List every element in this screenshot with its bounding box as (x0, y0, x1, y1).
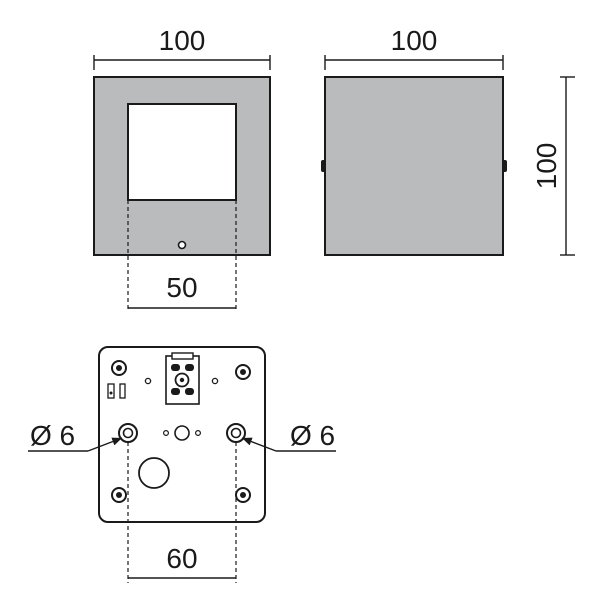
mounting-plate-view: Ø 6 Ø 6 60 (28, 346, 336, 583)
front-screw-hole (177, 240, 187, 250)
left-hole-diameter-label: Ø 6 (30, 420, 75, 451)
corner-screw-top-left (111, 360, 127, 376)
side-height-label: 100 (531, 143, 562, 190)
center-small-hole-left (163, 430, 170, 437)
left-hole-leader: Ø 6 (28, 420, 123, 452)
side-view: 100 100 (321, 25, 575, 256)
corner-screw-top-right (235, 364, 251, 380)
center-small-hole-right (195, 430, 202, 437)
right-hole-leader: Ø 6 (241, 420, 336, 452)
hole-spacing-label: 60 (166, 543, 197, 574)
mounting-hole-right (226, 423, 246, 443)
mounting-hole-left (118, 423, 138, 443)
center-hole (174, 425, 190, 441)
switch-symbol (107, 383, 126, 399)
side-pin-left (321, 160, 326, 172)
front-view: 100 50 (93, 25, 271, 312)
corner-screw-bottom-right (235, 487, 251, 503)
hole-spacing-dimension: 60 (127, 442, 237, 583)
front-width-dimension: 100 (93, 25, 271, 70)
side-height-dimension: 100 (531, 76, 575, 256)
small-hole-left-top (144, 377, 152, 385)
front-window (127, 103, 237, 201)
side-housing (324, 76, 504, 256)
front-width-label: 100 (159, 25, 206, 56)
corner-screw-bottom-left (111, 487, 127, 503)
window-width-label: 50 (166, 272, 197, 303)
cable-entry-hole (138, 457, 170, 489)
window-width-dimension: 50 (127, 200, 237, 312)
side-width-label: 100 (391, 25, 438, 56)
small-hole-right-top (211, 377, 219, 385)
terminal-block (165, 352, 200, 405)
side-width-dimension: 100 (324, 25, 504, 70)
right-hole-diameter-label: Ø 6 (290, 420, 335, 451)
side-pin-right (502, 160, 507, 172)
